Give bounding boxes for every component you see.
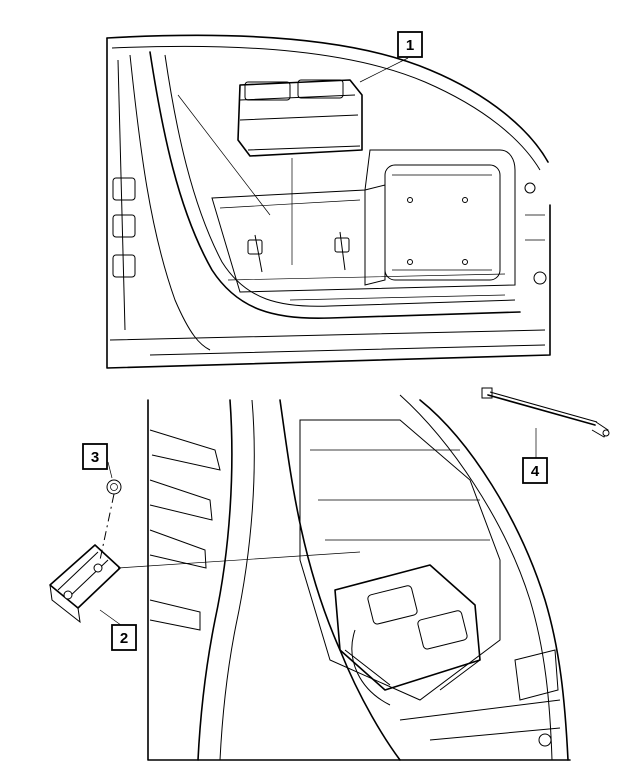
top-view-trunk	[106, 34, 551, 369]
bottom-view-trunk	[147, 394, 571, 761]
callout-1: 1	[397, 31, 423, 58]
callout-4-label: 4	[531, 463, 540, 480]
callout-1-label: 1	[406, 37, 414, 54]
part-4-sensor	[481, 387, 610, 460]
callout-3-label: 3	[91, 449, 99, 466]
callout-3: 3	[82, 443, 108, 470]
callout-2: 2	[111, 624, 137, 651]
callout-4: 4	[522, 457, 548, 484]
callout-2-label: 2	[120, 630, 128, 647]
part-3-nut	[99, 461, 122, 561]
